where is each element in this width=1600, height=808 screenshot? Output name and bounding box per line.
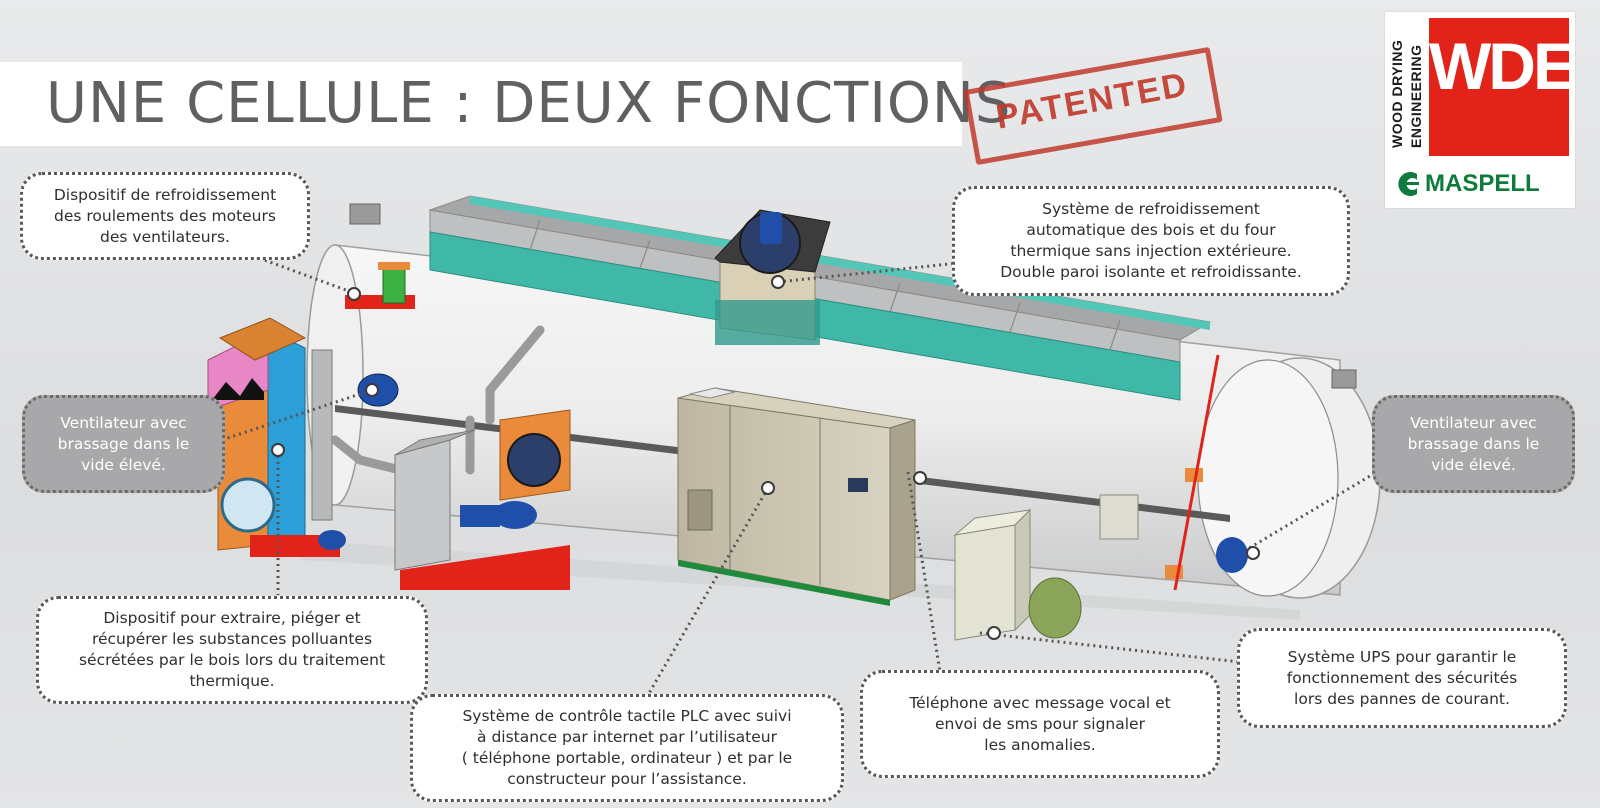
marker-auto-cooling	[771, 275, 785, 289]
skid-cylinder	[460, 505, 500, 527]
cabinet-green-base	[678, 560, 890, 606]
marker-fan-left	[365, 383, 379, 397]
skid-motor	[493, 501, 537, 529]
tank-box	[394, 439, 451, 571]
callout-fan-left: Ventilateur avec brassage dans le vide é…	[22, 395, 225, 493]
teal-band-top	[470, 196, 1210, 330]
leader-auto-cooling	[777, 260, 969, 284]
logo-red-block: WDE	[1429, 18, 1577, 156]
title-band	[0, 62, 962, 146]
leader-lines	[221, 252, 1381, 696]
right-orange-clamp-1	[1185, 468, 1203, 482]
callout-phone: Téléphone avec message vocal et envoi de…	[860, 670, 1220, 778]
tank-top	[394, 429, 476, 456]
callout-ups: Système UPS pour garantir le fonctionnem…	[1237, 628, 1567, 728]
leader-phone	[906, 471, 942, 673]
callout-auto-cooling: Système de refroidissement automatique d…	[952, 186, 1350, 296]
callout-plc: Système de contrôle tactile PLC avec sui…	[410, 694, 844, 802]
skid-fan-grille	[507, 433, 561, 487]
left-motor	[318, 530, 346, 550]
maspell-mark-icon	[1398, 172, 1419, 196]
cabinet-side	[889, 419, 916, 601]
fan-teal-base	[715, 300, 820, 345]
logo-wood-drying: WOOD DRYING	[1389, 39, 1405, 148]
vacuum-pump-skid	[394, 409, 571, 590]
right-fittings	[1099, 354, 1357, 591]
top-cooling-structure	[428, 195, 1212, 401]
marker-bearing	[347, 287, 361, 301]
ups-front	[954, 524, 1016, 641]
cabinet-screen	[848, 478, 868, 492]
callout-pollutant: Dispositif pour extraire, piéger et récu…	[36, 596, 428, 704]
top-box	[349, 203, 381, 225]
bearing-green-tank	[382, 267, 406, 304]
panel-dividers	[529, 219, 1121, 351]
leader-plc	[646, 487, 770, 696]
green-tank	[1028, 577, 1082, 639]
wde-maspell-logo: WOOD DRYING ENGINEERING WDE MASPELL	[1385, 12, 1577, 208]
marker-pollutant	[271, 443, 285, 457]
ups-cabinet	[953, 508, 1082, 641]
bearing-cooling-unit	[345, 203, 415, 309]
marker-ups	[987, 626, 1001, 640]
leader-fan-right	[1245, 468, 1381, 552]
skid-red-frame	[400, 545, 570, 590]
black-triangles	[212, 378, 264, 400]
marker-plc	[761, 481, 775, 495]
leader-ups	[979, 631, 1241, 664]
marker-phone	[913, 471, 927, 485]
fan-motor	[760, 212, 782, 244]
orange-roof	[218, 317, 307, 361]
marker-fan-right	[1246, 546, 1260, 560]
logo-maspell-text: MASPELL	[1425, 170, 1540, 197]
callout-fan-right: Ventilateur avec brassage dans le vide é…	[1372, 395, 1575, 493]
piping	[330, 325, 545, 475]
callout-bearing-cooling: Dispositif de refroidissement des roulem…	[20, 172, 310, 260]
cabinet-grey-box	[689, 387, 736, 399]
plc-control-cabinets	[677, 387, 916, 606]
grey-cylinder	[311, 349, 333, 521]
cabinet-vent	[687, 489, 713, 531]
logo-wde-text: WDE	[1429, 29, 1577, 103]
pollutant-extraction-unit	[207, 317, 346, 557]
bearing-orange-top	[378, 262, 410, 270]
ups-side	[1014, 508, 1031, 632]
right-top-box	[1331, 369, 1357, 389]
left-fan-grille	[220, 477, 276, 533]
left-red-base	[250, 535, 340, 557]
logo-maspell: MASPELL	[1393, 164, 1571, 204]
right-box	[1099, 494, 1139, 540]
leader-bearing	[247, 252, 355, 295]
leader-fan-left	[221, 388, 373, 442]
right-fan-motor	[1216, 537, 1248, 573]
right-red-rail	[1173, 354, 1220, 591]
logo-vertical-text: WOOD DRYING ENGINEERING	[1389, 22, 1429, 148]
page-title: UNE CELLULE : DEUX FONCTIONS	[46, 71, 1012, 136]
logo-engineering: ENGINEERING	[1408, 44, 1424, 148]
